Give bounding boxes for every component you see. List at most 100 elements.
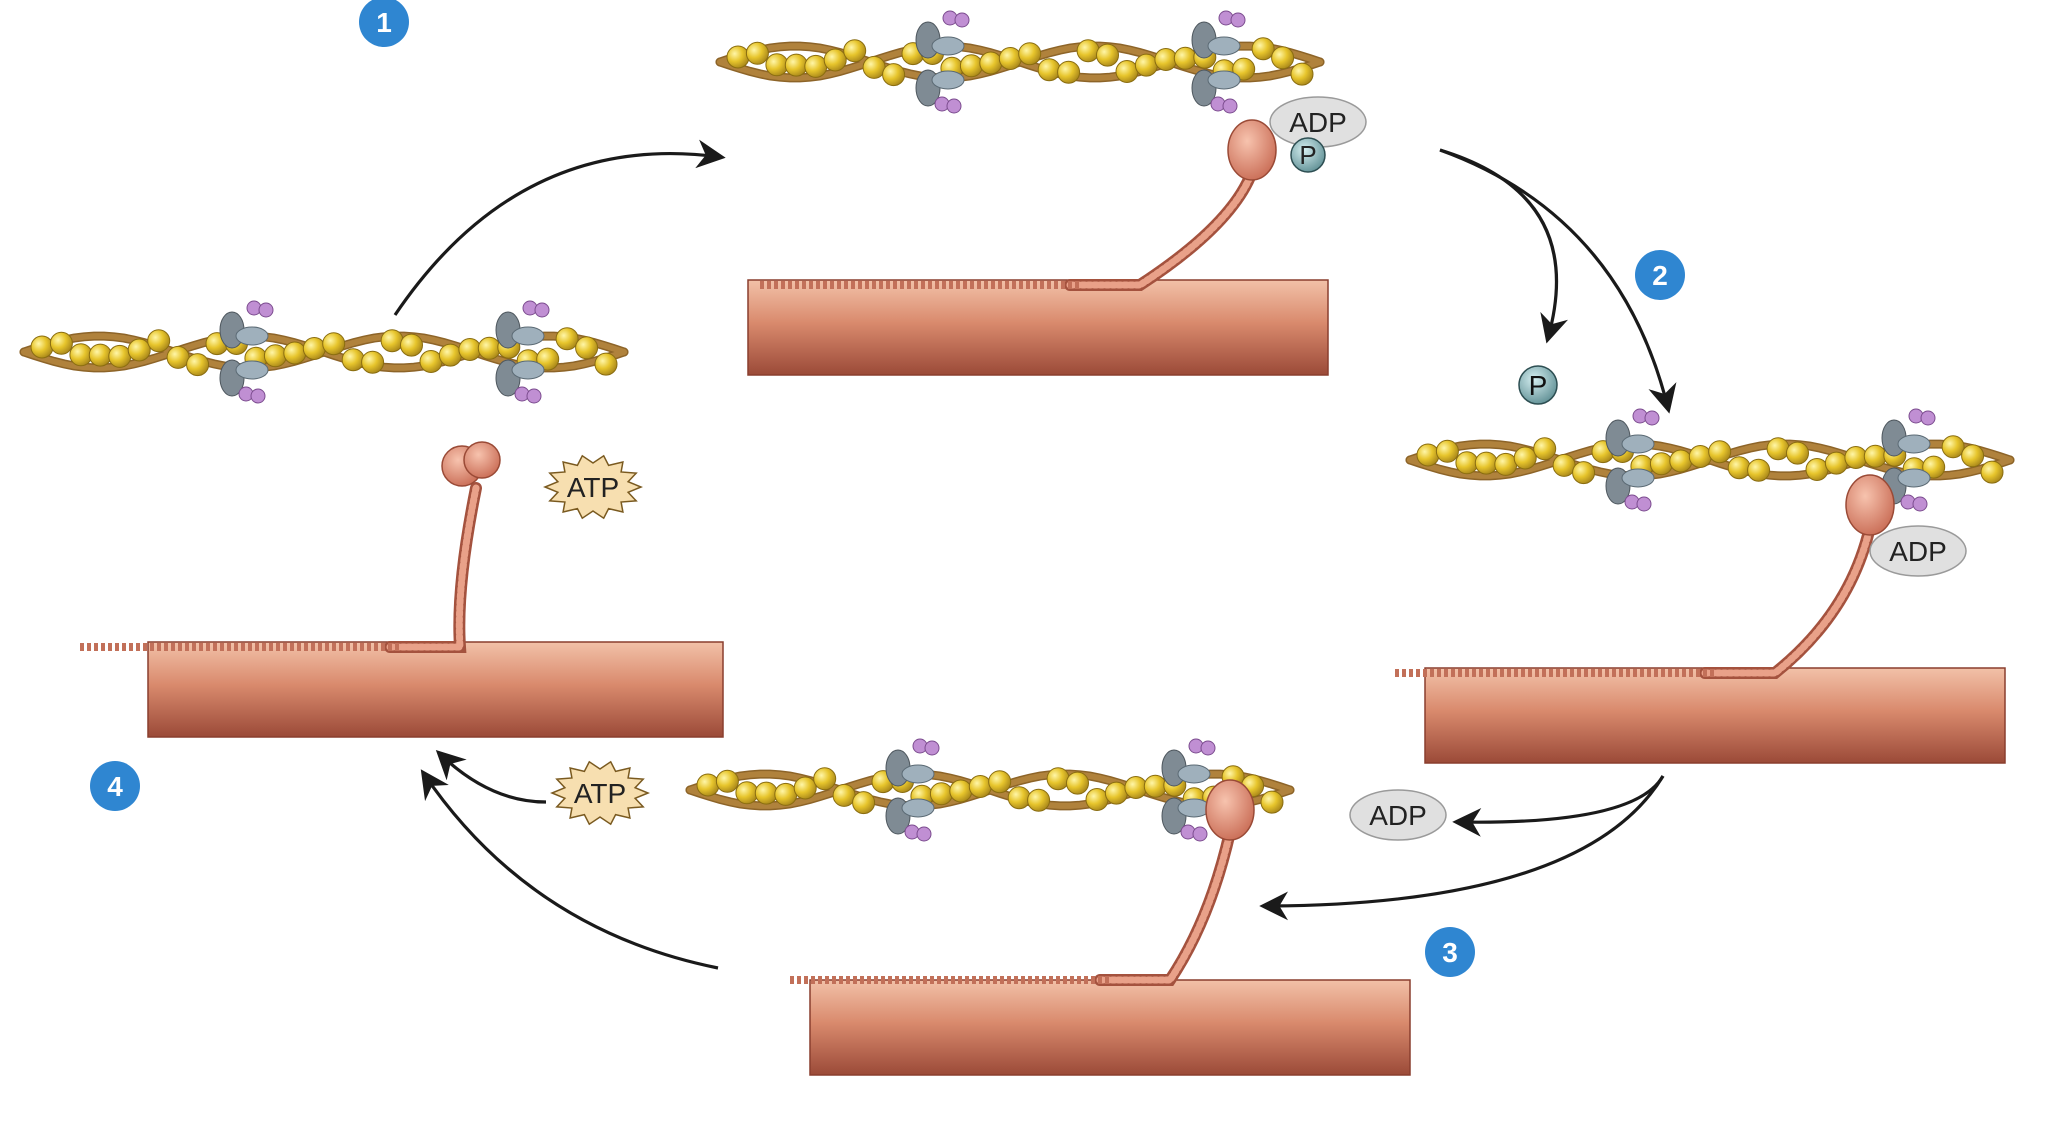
actin-bead — [1980, 460, 2004, 484]
troponin-complex — [1605, 408, 1660, 512]
actin-bead — [594, 352, 618, 376]
thin-filament — [685, 738, 1295, 842]
arrow-step4-to-step1 — [393, 139, 726, 316]
step-badge-3: 3 — [1425, 927, 1475, 977]
step-badge-1: 1 — [359, 0, 409, 47]
troponin-complex — [1161, 738, 1216, 842]
actin-bead — [988, 770, 1012, 794]
atp-incoming-label: ATP — [574, 778, 626, 809]
myosin-head — [1845, 474, 1895, 536]
step-number-4: 4 — [107, 771, 123, 802]
actin-bead — [1085, 788, 1109, 811]
phosphate-molecule: P — [1290, 137, 1326, 173]
actin-bead — [979, 51, 1003, 75]
myosin-cross-bridge — [760, 119, 1277, 291]
troponin-complex — [495, 300, 550, 404]
actin-bead — [852, 791, 876, 815]
actin-bead — [1708, 440, 1732, 464]
actin-bead — [726, 45, 750, 69]
actin-bead — [1143, 774, 1167, 798]
actin-bead — [1533, 437, 1557, 461]
actin-bead — [1435, 439, 1459, 463]
actin-bead — [1552, 453, 1576, 477]
atp-molecule: ATP — [543, 454, 643, 520]
actin-bead — [1007, 786, 1031, 810]
actin-bead — [147, 329, 171, 353]
actin-bead — [88, 343, 112, 367]
actin-bead — [1961, 444, 1985, 468]
actin-bead — [555, 327, 579, 351]
adp-released: ADP — [1349, 789, 1447, 841]
troponin-complex — [1191, 10, 1246, 114]
actin-bead — [715, 769, 739, 793]
actin-bead — [1727, 456, 1751, 480]
actin-bead — [1863, 444, 1887, 468]
actin-bead — [1251, 37, 1275, 61]
actin-bead — [1271, 46, 1295, 70]
actin-bead — [823, 48, 847, 72]
actin-bead — [1766, 437, 1790, 461]
actin-bead — [1572, 461, 1596, 485]
adp-molecule: ADP — [1869, 525, 1967, 577]
step-badge-2: 2 — [1635, 250, 1685, 300]
actin-bead — [793, 776, 817, 800]
actin-bead — [1260, 790, 1284, 814]
thin-filament — [715, 10, 1325, 114]
actin-bead — [458, 338, 482, 361]
thick-filament — [809, 979, 1411, 1076]
actin-bead — [1057, 60, 1081, 84]
actin-bead — [832, 783, 856, 807]
myosin-head — [1227, 119, 1277, 181]
actin-bead — [536, 347, 560, 371]
actin-bead — [1018, 42, 1042, 66]
troponin-complex — [1881, 408, 1936, 512]
myosin-cross-bridge — [790, 779, 1255, 986]
actin-bead — [735, 781, 759, 805]
troponin-complex — [219, 300, 274, 404]
actin-bead — [1154, 48, 1178, 71]
atp-incoming: ATP — [550, 760, 650, 826]
actin-bead — [1046, 767, 1070, 791]
adp-released-label: ADP — [1369, 800, 1427, 831]
actin-bead — [477, 336, 501, 360]
actin-bead — [1290, 62, 1314, 86]
actin-bead — [765, 53, 789, 77]
actin-bead — [1027, 788, 1051, 812]
actin-bead — [784, 53, 808, 77]
phosphate-label: P — [1299, 140, 1316, 170]
actin-bead — [186, 353, 210, 377]
step-number-3: 3 — [1442, 937, 1458, 968]
atp-label: ATP — [567, 472, 619, 503]
actin-bead — [1922, 455, 1946, 479]
adp-molecule: ADP — [1269, 96, 1367, 148]
actin-bead — [1805, 458, 1829, 481]
actin-bead — [30, 335, 54, 359]
actin-bead — [929, 782, 953, 806]
step-number-2: 2 — [1652, 260, 1668, 291]
actin-bead — [127, 338, 151, 362]
actin-bead — [949, 779, 973, 803]
actin-bead — [696, 773, 720, 797]
actin-bead — [322, 332, 346, 356]
cycle-arrows — [393, 139, 1677, 970]
actin-bead — [1455, 451, 1479, 475]
actin-bead — [438, 343, 462, 367]
adp-label: ADP — [1289, 107, 1347, 138]
actin-bead — [1066, 771, 1089, 795]
step-number-1: 1 — [376, 7, 392, 38]
actin-bead — [813, 767, 837, 791]
actin-bead — [575, 336, 599, 360]
phosphate-released: P — [1518, 365, 1558, 405]
actin-bead — [959, 54, 983, 78]
actin-bead — [1649, 452, 1673, 476]
actin-bead — [400, 333, 423, 357]
actin-bead — [745, 41, 769, 65]
actin-bead — [341, 348, 365, 372]
actin-bead — [882, 63, 906, 87]
actin-bead — [1824, 451, 1848, 475]
troponin-complex — [915, 10, 970, 114]
myosin-head — [1205, 779, 1255, 841]
arrow-step2-to-step3 — [1259, 775, 1665, 921]
actin-bead — [1474, 451, 1498, 475]
